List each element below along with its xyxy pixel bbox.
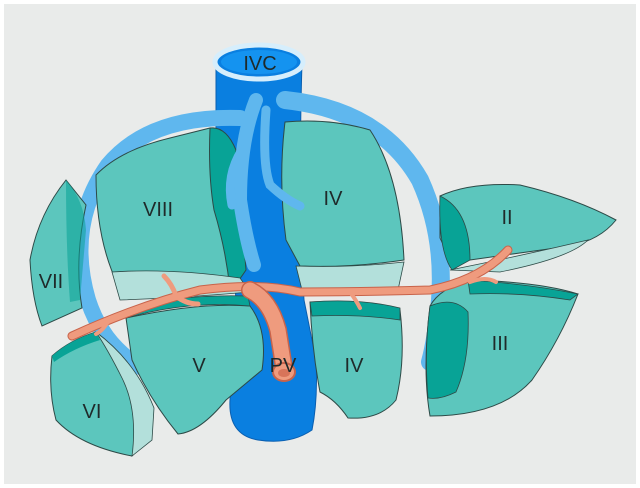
label-segment-ii: II xyxy=(501,207,512,229)
label-segment-vi: VI xyxy=(83,401,102,423)
middle-hepatic-vein xyxy=(225,93,305,272)
label-segment-v: V xyxy=(192,355,206,377)
label-segment-viii: VIII xyxy=(143,199,173,221)
segment-iv-lower: IV xyxy=(309,300,403,419)
segment-iii: III xyxy=(425,279,579,417)
label-segment-vii: VII xyxy=(39,271,63,293)
label-segment-iii: III xyxy=(492,333,509,355)
segment-vii: VII xyxy=(29,179,87,327)
label-segment-iv-lower: IV xyxy=(345,355,365,377)
portal-vein xyxy=(67,245,513,382)
segment-vi: VI xyxy=(50,331,155,457)
segment-iv-upper: IV xyxy=(281,120,405,292)
label-ivc: IVC xyxy=(243,53,276,75)
label-segment-iv-upper: IV xyxy=(324,188,344,210)
label-pv: PV xyxy=(270,355,297,377)
